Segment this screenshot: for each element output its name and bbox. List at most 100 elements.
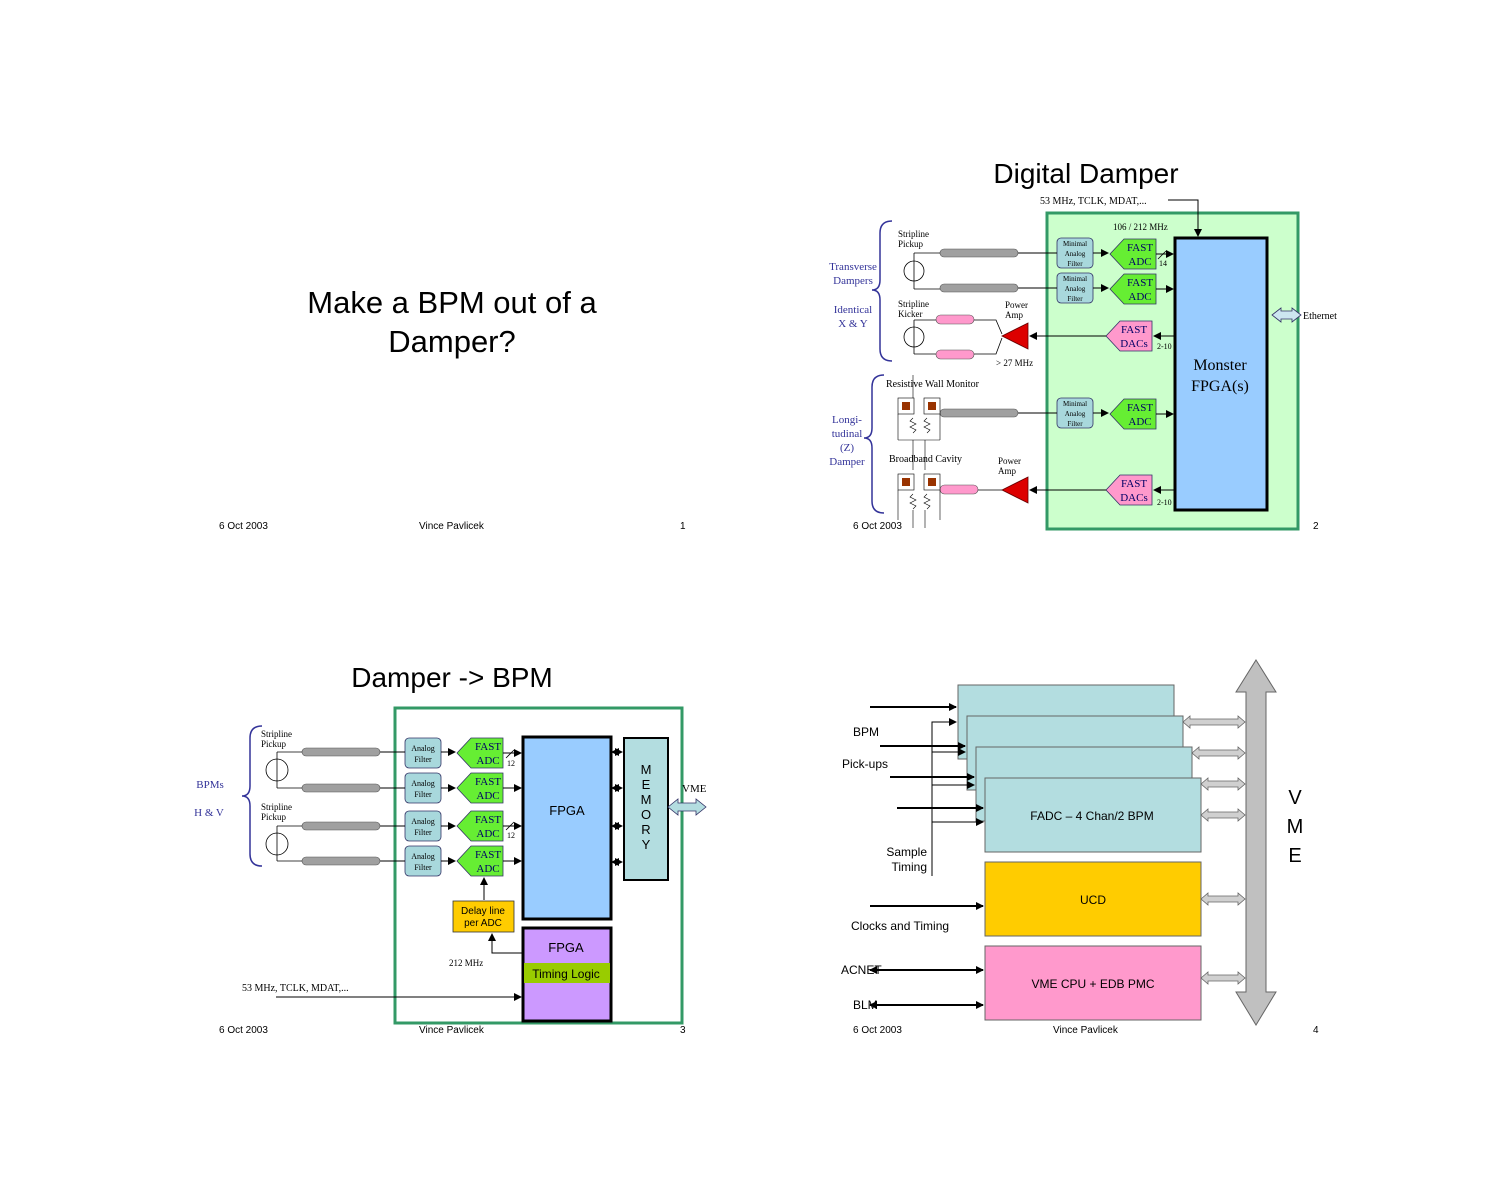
slide3-title: Damper -> BPM [351,662,553,693]
svg-text:Minimal: Minimal [1063,240,1087,248]
s3-bits-12b: 12 [507,831,515,840]
clocks-timing-label: Clocks and Timing [851,919,949,933]
timing-logic-label: Timing Logic [532,967,600,981]
svg-text:E: E [642,777,651,792]
s3-fast-adc-4: FAST ADC [456,845,504,877]
svg-text:FAST: FAST [475,849,501,861]
power-amp-label-1b: Amp [1005,310,1024,320]
stripline-kicker-icon [903,319,936,355]
slide4-footer-author: Vince Pavlicek [1053,1025,1119,1036]
svg-text:M: M [641,762,652,777]
pickups-label: Pick-ups [842,757,888,771]
svg-text:FAST: FAST [475,776,501,788]
slide3-footer-date: 6 Oct 2003 [219,1025,268,1036]
svg-text:Filter: Filter [414,755,432,764]
vme-arrow-icon [667,798,707,816]
svg-text:FAST: FAST [1127,277,1153,289]
s3-clock-label: 53 MHz, TCLK, MDAT,... [242,983,349,994]
transverse-brace [871,220,893,362]
svg-text:per ADC: per ADC [464,918,502,929]
vme-letter-v: V [1288,787,1302,809]
fpga-box [521,735,613,921]
s3-stripline-pickup-icon-2 [265,825,302,862]
slide-1: Make a BPM out of a Damper? 6 Oct 2003 V… [219,285,686,532]
transverse-label-2: Dampers [833,275,873,287]
svg-text:Analog: Analog [411,817,435,826]
s3-fast-adc-2: FAST ADC [456,772,504,804]
minimal-filter-2: Minimal Analog Filter [1056,272,1094,304]
sample-timing-label-2: Timing [891,860,927,874]
sample-timing-label-1: Sample [886,845,927,859]
ucd-label: UCD [1080,893,1106,907]
bpms-brace [241,725,263,867]
power-amp-label-2b: Amp [998,466,1017,476]
analog-filter-2: Analog Filter [404,772,442,804]
svg-text:Stripline: Stripline [261,729,292,739]
slide1-footer-author: Vince Pavlicek [419,521,485,532]
slide1-title-line2: Damper? [388,324,516,359]
bus-connectors [1182,715,1246,985]
clock-input-label: 53 MHz, TCLK, MDAT,... [1040,196,1147,207]
timing-logic-box [524,963,610,983]
analog-filter-1: Analog Filter [404,737,442,769]
fast-dacs-2: FAST DACs [1105,474,1153,506]
stripline-kicker-label-2: Kicker [898,309,923,319]
cavity-cable [939,484,979,495]
slide4-page-number: 4 [1313,1025,1319,1036]
monster-fpga-box [1173,236,1269,512]
s3-212mhz-label: 212 MHz [449,958,483,968]
slide1-footer-date: 6 Oct 2003 [219,521,268,532]
vme-cpu-box [984,945,1202,1021]
svg-text:Filter: Filter [414,790,432,799]
vme-cpu-label: VME CPU + EDB PMC [1031,977,1154,991]
fast-adc-2: FAST ADC [1109,273,1157,305]
transverse-label-1: Transverse [829,261,877,273]
svg-text:Filter: Filter [1067,295,1083,303]
svg-text:R: R [641,822,650,837]
s3-fast-adc-3: FAST ADC [456,810,504,842]
svg-text:Analog: Analog [411,852,435,861]
svg-text:Analog: Analog [411,779,435,788]
cable-pickup-1 [939,248,1019,258]
slide1-page-number: 1 [680,521,686,532]
slide4-footer-date: 6 Oct 2003 [853,1025,902,1036]
svg-text:FAST: FAST [475,814,501,826]
slide3-page-number: 3 [680,1025,686,1036]
broadband-cavity-label: Broadband Cavity [889,454,962,465]
power-amp-label-1a: Power [1005,300,1028,310]
dac-bits-1: 2-10 [1157,342,1172,351]
longitudinal-brace [863,374,885,514]
svg-text:DACs: DACs [1120,338,1148,350]
blm-label: BLM [853,998,878,1012]
dac-bits-2: 2-10 [1157,498,1172,507]
mhz27-label: > 27 MHz [996,358,1033,368]
vme-bus-arrow-icon [1235,659,1277,1026]
longitudinal-label-3: (Z) [840,442,854,454]
broadband-cavity-icon [897,473,941,528]
slide-3: Damper -> BPM FPGA M E M O R Y VME Analo… [194,662,707,1036]
svg-text:Analog: Analog [1065,285,1086,293]
monster-fpga-label-2: FPGA(s) [1191,378,1249,395]
slide-2: Digital Damper 53 MHz, TCLK, MDAT,... 10… [829,158,1337,532]
delay-line-box [452,900,515,933]
svg-text:Minimal: Minimal [1063,275,1087,283]
vme-label: VME [682,783,707,795]
s3-cable-4 [301,856,381,866]
svg-text:Analog: Analog [1065,410,1086,418]
longitudinal-label-4: Damper [829,456,865,468]
freq-label: 106 / 212 MHz [1113,222,1168,232]
fpga-label: FPGA [549,803,585,818]
svg-text:Filter: Filter [1067,260,1083,268]
svg-text:ADC: ADC [476,828,499,840]
svg-text:ADC: ADC [1128,416,1151,428]
kicker-cable-2 [935,349,975,360]
monster-fpga-label-1: Monster [1193,357,1247,374]
slide-4: V M E FADC – 4 Chan/2 BPM UCD VME CPU + … [841,659,1319,1036]
svg-text:Pickup: Pickup [261,739,287,749]
svg-text:Y: Y [642,837,651,852]
acnet-label: ACNET [841,963,882,977]
slide1-title-line1: Make a BPM out of a [307,285,597,320]
svg-text:Filter: Filter [414,863,432,872]
ethernet-label: Ethernet [1303,311,1337,322]
